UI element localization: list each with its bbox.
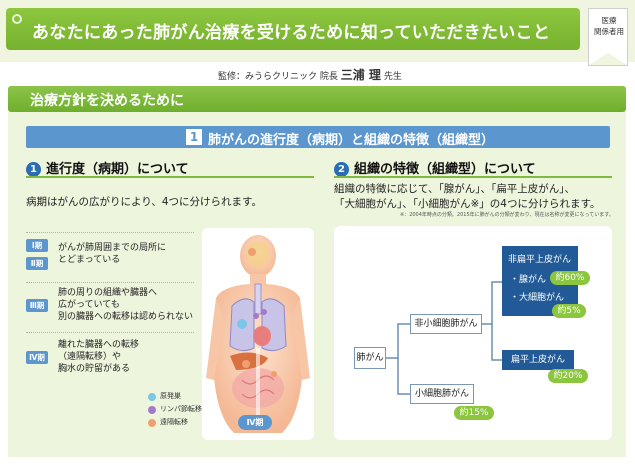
body-legend: 原発巣 リンパ節転移 遠隔転移 (148, 390, 202, 429)
page-title: あなたにあった肺がん治療を受けるために知っていただきたいこと (32, 23, 551, 43)
lymph-dot-icon (148, 405, 156, 414)
large-cell-percent: 約5% (552, 304, 586, 318)
illustration-stage-tag: Ⅳ期 (238, 415, 272, 430)
stage-desc-3: 肺の周りの組織や臓器へ 広がっていても 別の臓器への転移は認められない (58, 288, 194, 322)
histology-heading-number: 2 (334, 162, 349, 177)
human-body-illustration (206, 235, 310, 433)
stage-desc-1-2: がんが肺周囲までの局所に とどまっている (58, 243, 167, 265)
tree-connectors (384, 281, 502, 395)
topic-header: 1 肺がんの進行度（病期）と組織の特徴（組織型） (26, 126, 610, 148)
audience-badge: 医療 関係者用 (588, 8, 628, 66)
histology-intro: 組織の特徴に応じて、「腺がん」、「扁平上皮がん」、 「大細胞がん」、「小細胞がん… (334, 183, 601, 210)
supervisor-credit: 監修：みうらクリニック 院長 三浦 理 先生 (218, 66, 402, 83)
supervisor-name: 三浦 理 (340, 68, 381, 82)
stage-block-4: Ⅳ期 離れた臓器への転移 （遠隔転移）や 胸水の貯留がある (26, 332, 194, 382)
squamous-percent: 約20% (548, 369, 588, 383)
histology-tree-panel: 肺がん 非小細胞肺がん 小細胞肺がん 約15% 非扁平上皮がん ・腺がん 約60… (334, 226, 612, 440)
histology-heading: 2 組織の特徴（組織型）について (334, 158, 536, 177)
non-squamous-label: 非扁平上皮がん (508, 255, 572, 265)
header-bullet-icon (12, 14, 22, 24)
stage-heading: 1 進行度（病期）について (26, 158, 189, 177)
topic-number: 1 (186, 129, 202, 145)
tree-sclc: 小細胞肺がん (410, 384, 474, 404)
stage-badge-4: Ⅳ期 (26, 351, 48, 364)
stage-block-1-2: Ⅰ期 Ⅱ期 がんが肺周囲までの局所に とどまっている (26, 232, 194, 280)
primary-dot-icon (148, 392, 156, 401)
header-title-bar: あなたにあった肺がん治療を受けるために知っていただきたいこと (6, 8, 580, 50)
adeno-percent: 約60% (550, 271, 590, 285)
histology-heading-underline (334, 176, 612, 178)
large-cell-label: ・大細胞がん (510, 293, 565, 303)
stage-badge-3: Ⅲ期 (26, 299, 48, 312)
badge-line-1: 医療 (601, 16, 617, 25)
distant-dot-icon (148, 418, 156, 427)
histology-footnote: ※：2004年時点の分類。2015年に肺がんの分類が変わり、現在は名称が変更にな… (400, 212, 614, 218)
tree-squamous: 扁平上皮がん (502, 350, 574, 370)
histology-heading-text: 組織の特徴（組織型）について (354, 162, 536, 177)
sclc-percent: 約15% (454, 406, 494, 420)
topic-title: 肺がんの進行度（病期）と組織の特徴（組織型） (208, 133, 495, 148)
legend-primary: 原発巣 (148, 390, 202, 403)
stage-heading-text: 進行度（病期）について (46, 162, 189, 177)
stage-badge-1: Ⅰ期 (26, 239, 48, 252)
stage-heading-underline (26, 176, 314, 178)
supervisor-suffix: 先生 (383, 72, 402, 82)
page-header: あなたにあった肺がん治療を受けるために知っていただきたいこと 医療 関係者用 (0, 0, 635, 66)
stage-intro: 病期はがんの広がりにより、4つに分けられます。 (26, 196, 262, 208)
section-title: 治療方針を決めるために (30, 93, 184, 109)
stage-badge-2: Ⅱ期 (26, 257, 48, 270)
section-header: 治療方針を決めるために (8, 86, 626, 112)
stage-block-3: Ⅲ期 肺の周りの組織や臓器へ 広がっていても 別の臓器への転移は認められない (26, 282, 194, 330)
tree-root: 肺がん (354, 347, 386, 369)
adeno-label: ・腺がん (510, 275, 547, 285)
badge-notch (589, 53, 627, 65)
supervisor-prefix: 監修：みうらクリニック 院長 (218, 72, 338, 82)
stage-desc-4: 離れた臓器への転移 （遠隔転移）や 胸水の貯留がある (58, 340, 140, 374)
legend-lymph: リンパ節転移 (148, 403, 202, 416)
badge-line-2: 関係者用 (594, 27, 624, 36)
stage-heading-number: 1 (26, 162, 41, 177)
tree-nsclc: 非小細胞肺がん (410, 314, 482, 334)
legend-distant: 遠隔転移 (148, 416, 202, 429)
body-illustration-panel (202, 228, 314, 440)
